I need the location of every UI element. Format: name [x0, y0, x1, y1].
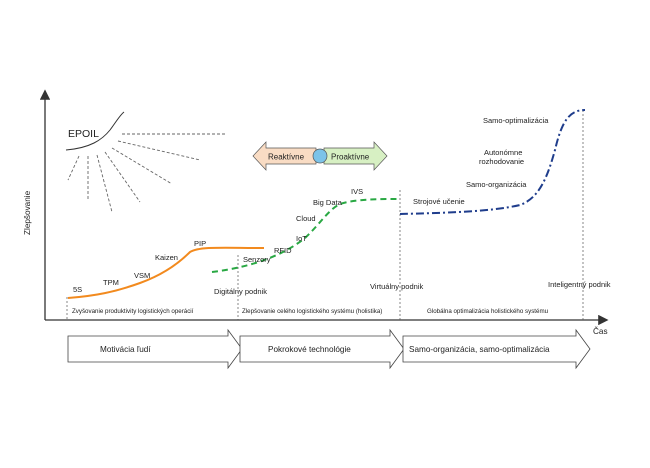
green-label-cloud: Cloud [296, 214, 316, 223]
blue-label-autonomne: Autonómne [484, 148, 522, 157]
orange-curve [67, 246, 265, 299]
green-label-rfid: RFID [274, 246, 292, 255]
epoil-label: EPOIL [68, 128, 99, 140]
orange-label-vsm: VSM [134, 271, 150, 280]
phase-1: Zvyšovanie produktivity logistických ope… [72, 308, 194, 315]
green-label-iot: IoT [296, 234, 307, 243]
arrow-motivacia [67, 328, 243, 370]
blue-curve [399, 109, 586, 215]
arrow-pokrokove [239, 328, 405, 370]
blue-label-samo-organizacia: Samo-organizácia [466, 180, 527, 189]
milestone-inteligentny-podnik: Inteligentný podnik [548, 280, 611, 289]
arrow-label-pokrokove: Pokrokové technológie [268, 345, 351, 354]
blue-label-samo-optimalizacia: Samo-optimalizácia [483, 116, 549, 125]
milestone-digitalny-podnik: Digitálny podnik [214, 287, 267, 296]
reactive-label: Reaktívne [268, 153, 305, 162]
phase-3: Globálna optimalizácia holistického syst… [427, 308, 549, 315]
phase-2: Zlepšovanie celého logistického systému … [242, 308, 382, 315]
orange-label-tpm: TPM [103, 278, 119, 287]
blue-label-strojove-ucenie: Strojové učenie [413, 197, 465, 206]
legend-circle [312, 148, 328, 164]
proactive-label: Proaktívne [331, 153, 370, 162]
reactive-proactive-legend: Reaktívne Proaktívne [252, 141, 388, 171]
green-label-ivs: IVS [351, 187, 363, 196]
bottom-arrows: Motivácia ľudí Pokrokové technológie Sam… [67, 328, 591, 370]
arrow-label-motivacia: Motivácia ľudí [100, 345, 151, 354]
y-axis-label: Zlepšovanie [23, 190, 32, 235]
green-label-bigdata: Big Data [313, 198, 343, 207]
arrow-label-samo: Samo-organizácia, samo-optimalizácia [409, 345, 550, 354]
orange-label-5s: 5S [73, 285, 82, 294]
arrow-samo [402, 328, 591, 370]
x-axis-label: Čas [593, 326, 608, 336]
blue-label-rozhodovanie: rozhodovanie [479, 157, 524, 166]
orange-label-kaizen: Kaizen [155, 253, 178, 262]
green-label-senzory: Senzory [243, 255, 271, 264]
epoil-lamp [65, 111, 225, 213]
green-curve [211, 198, 401, 273]
orange-label-pip: PIP [194, 239, 206, 248]
milestone-virtualny-podnik: Virtuálny podnik [370, 282, 423, 291]
